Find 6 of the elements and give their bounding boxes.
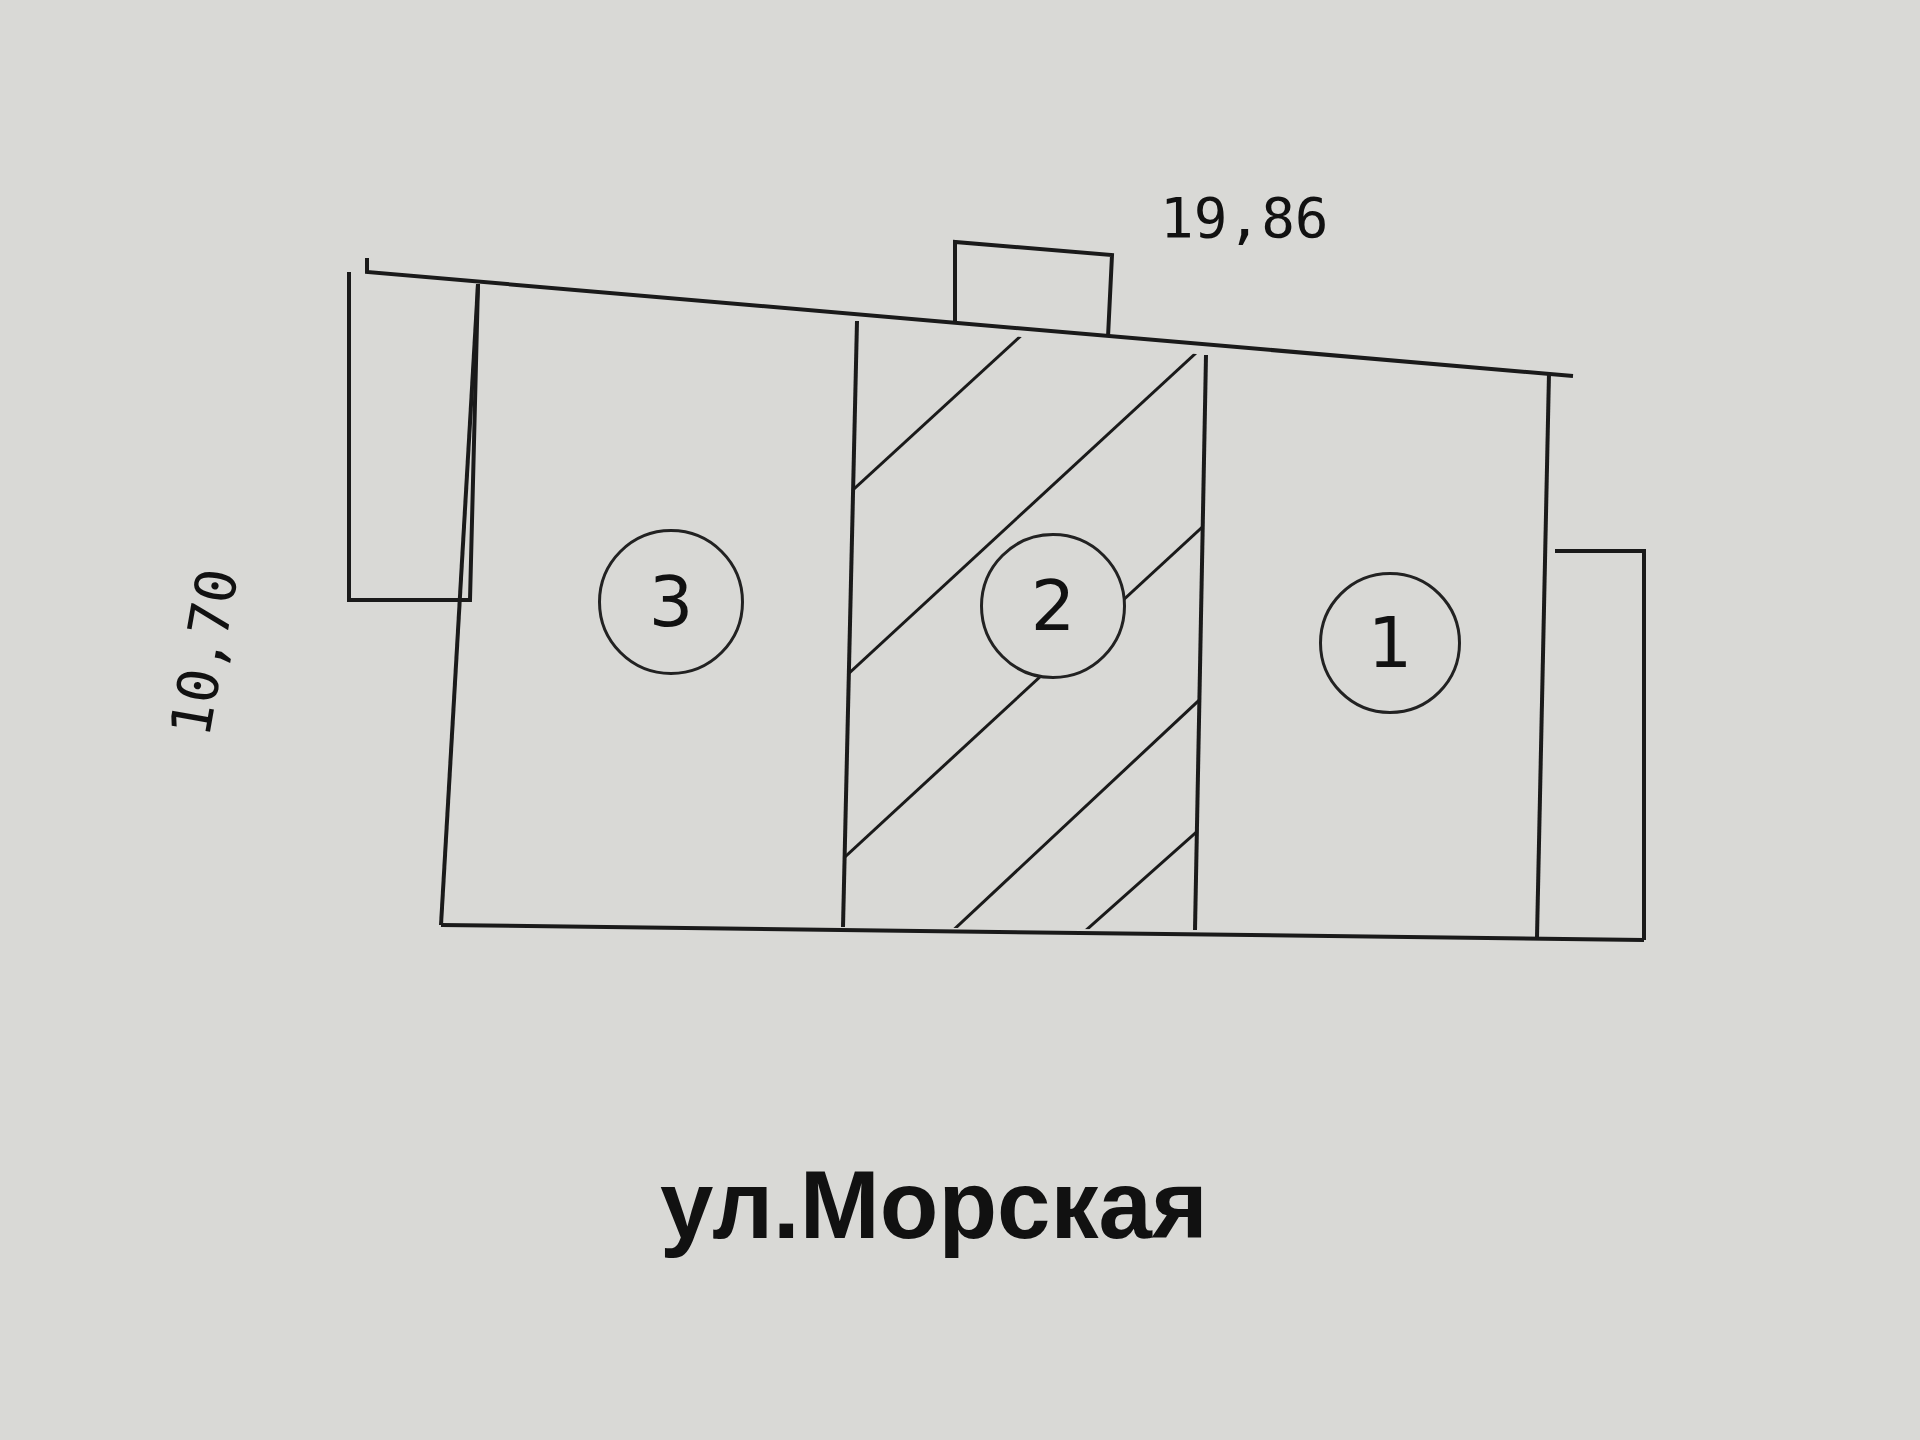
room-number: 1 — [1319, 572, 1461, 714]
street-name: ул.Морская — [660, 1150, 1208, 1260]
dimension-label: 10,70 — [157, 563, 251, 742]
room-number: 3 — [598, 529, 744, 675]
dimension-label: 19,86 — [1160, 185, 1329, 250]
room-number: 2 — [980, 533, 1126, 679]
